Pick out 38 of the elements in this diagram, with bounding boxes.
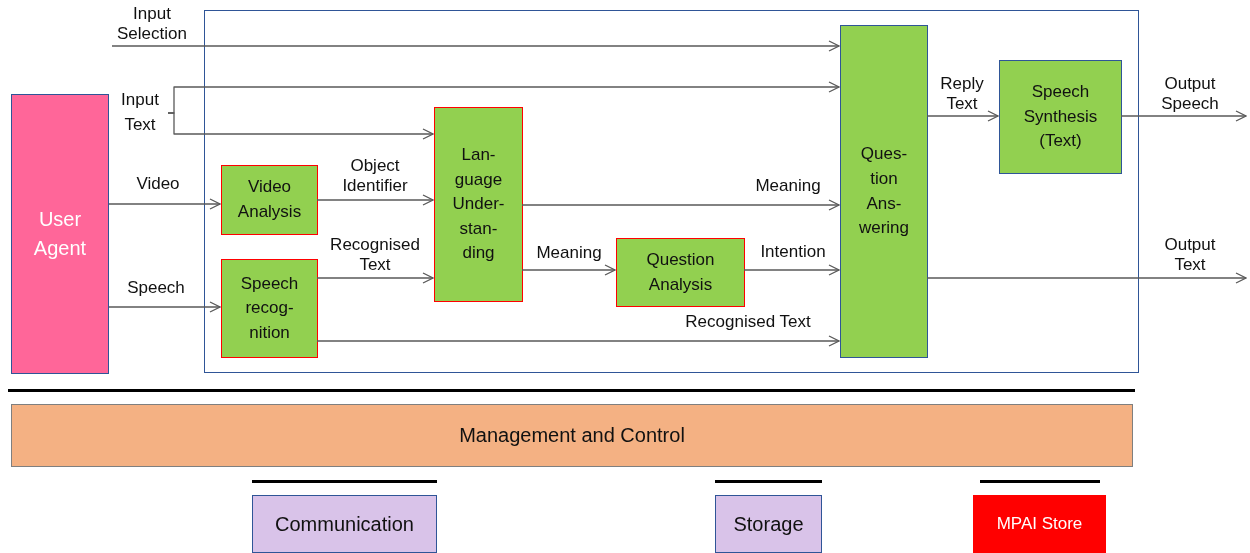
module-frame — [204, 10, 1139, 373]
arrow — [316, 194, 434, 206]
edge-label: Recognised Text — [685, 311, 811, 333]
edge-label: Meaning — [536, 242, 602, 264]
process-box: MPAI Store — [973, 495, 1106, 553]
edge-label: Input Selection — [116, 3, 188, 45]
process-box: Question Analysis — [616, 238, 745, 307]
process-box: Speech Synthesis (Text) — [999, 60, 1122, 174]
edge-label: Output Speech — [1160, 73, 1220, 115]
process-box: Video Analysis — [221, 165, 318, 235]
edge-label: Intention — [760, 241, 826, 263]
process-box: Lan- guage Under- stan- ding — [434, 107, 523, 302]
process-box: Management and Control — [11, 404, 1133, 467]
process-box: User Agent — [11, 94, 109, 374]
edge-label: Output Text — [1163, 234, 1217, 276]
process-box: Speech recog- nition — [221, 259, 318, 358]
edge-label: Reply Text — [939, 73, 985, 115]
arrow — [743, 264, 840, 276]
arrow — [521, 264, 616, 276]
edge-label: Recognised Text — [329, 234, 421, 276]
arrow — [108, 198, 221, 210]
arrow — [926, 272, 1247, 284]
edge-label: Video — [136, 173, 180, 195]
edge-label: Object Identifier — [341, 155, 409, 197]
process-box: Storage — [715, 495, 822, 553]
process-box: Communication — [252, 495, 437, 553]
edge-label: Speech — [127, 277, 185, 299]
arrow — [108, 301, 221, 313]
arrow — [316, 272, 434, 284]
arrow — [1120, 110, 1247, 122]
arrow — [521, 199, 840, 211]
arrow — [111, 40, 840, 52]
arrow — [316, 335, 840, 347]
arrow — [167, 112, 434, 140]
arrow — [926, 110, 999, 122]
input-label: Input Text — [112, 94, 168, 132]
process-box: Ques- tion Ans- wering — [840, 25, 928, 358]
edge-label: Meaning — [755, 175, 821, 197]
